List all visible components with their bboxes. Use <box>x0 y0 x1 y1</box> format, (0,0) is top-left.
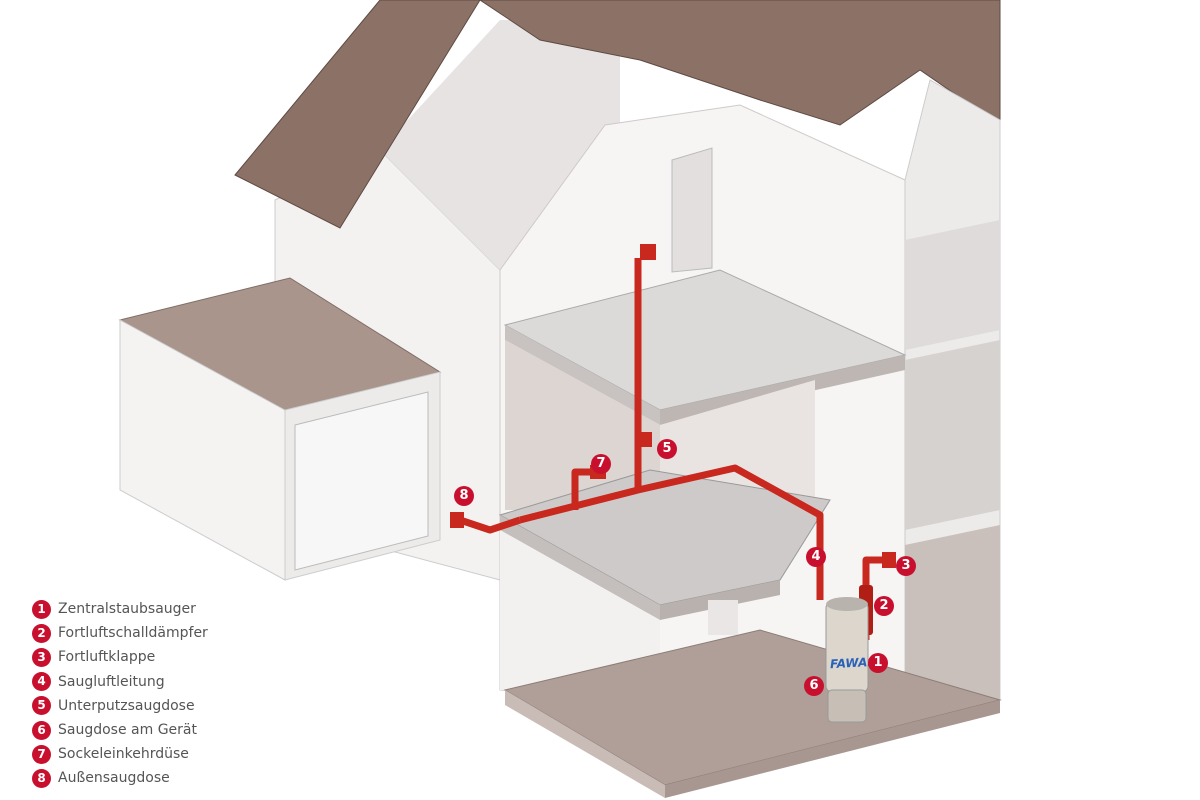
right-floor-1 <box>905 220 1000 350</box>
marker-1: 1 <box>868 653 888 673</box>
legend-label: Saugluftleitung <box>58 673 165 690</box>
right-floor-2 <box>905 340 1000 530</box>
legend-number: 7 <box>32 744 51 764</box>
legend-label: Unterputzsaugdose <box>58 697 195 714</box>
marker-4: 4 <box>806 547 826 567</box>
legend-label: Außensaugdose <box>58 770 170 787</box>
legend-item: 6 Saugdose am Gerät <box>32 718 208 742</box>
outdoor-socket-8 <box>450 512 464 528</box>
marker-5: 5 <box>657 439 677 459</box>
marker-8: 8 <box>454 486 474 506</box>
legend-number: 3 <box>32 647 51 667</box>
ground-floor-edge-right <box>665 700 1000 798</box>
attic-room <box>380 20 620 270</box>
legend-item: 5 Unterputzsaugdose <box>32 694 208 718</box>
central-vacuum-unit <box>825 597 869 723</box>
legend-label: Fortluftklappe <box>58 649 156 666</box>
lower-room-wall <box>500 530 660 690</box>
pipe-to-outdoor-8 <box>458 516 522 534</box>
legend-number: 4 <box>32 672 51 692</box>
roof-left <box>234 0 481 229</box>
pipe-main-run <box>519 464 824 600</box>
middle-slab-edge <box>500 515 660 620</box>
upper-socket <box>640 244 656 260</box>
legend-label: Saugdose am Gerät <box>58 722 197 739</box>
legend-label: Sockeleinkehrdüse <box>58 746 189 763</box>
legend-number: 1 <box>32 599 51 619</box>
marker-3: 3 <box>896 556 916 576</box>
ground-floor-edge <box>505 690 665 798</box>
marker-7: 7 <box>591 454 611 474</box>
legend-label: Zentralstaubsauger <box>58 601 196 618</box>
legend-number: 8 <box>32 768 51 788</box>
marker-6: 6 <box>804 676 824 696</box>
legend-item: 8 Außensaugdose <box>32 766 208 790</box>
pipe-to-socket-7 <box>571 468 592 510</box>
middle-room-side <box>660 380 815 500</box>
legend: 1 Zentralstaubsauger 2 Fortluftschalldämpf… <box>32 597 208 791</box>
legend-item: 4 Saugluftleitung <box>32 670 208 694</box>
legend-number: 2 <box>32 623 51 643</box>
right-floor-3 <box>905 525 1000 715</box>
legend-item: 2 Fortluftschalldämpfer <box>32 621 208 645</box>
upper-slab-edge <box>505 325 660 425</box>
wall-socket-5 <box>637 432 652 447</box>
gable-door <box>671 147 713 273</box>
legend-number: 6 <box>32 720 51 740</box>
legend-item: 7 Sockeleinkehrdüse <box>32 742 208 766</box>
legend-item: 3 Fortluftklappe <box>32 645 208 669</box>
garage-door <box>294 391 429 571</box>
support-column <box>708 600 738 635</box>
legend-label: Fortluftschalldämpfer <box>58 625 208 642</box>
middle-room-back <box>505 340 660 510</box>
roof-top <box>479 0 1001 126</box>
exhaust-flap-3 <box>882 552 896 568</box>
marker-2: 2 <box>874 596 894 616</box>
legend-number: 5 <box>32 696 51 716</box>
legend-item: 1 Zentralstaubsauger <box>32 597 208 621</box>
